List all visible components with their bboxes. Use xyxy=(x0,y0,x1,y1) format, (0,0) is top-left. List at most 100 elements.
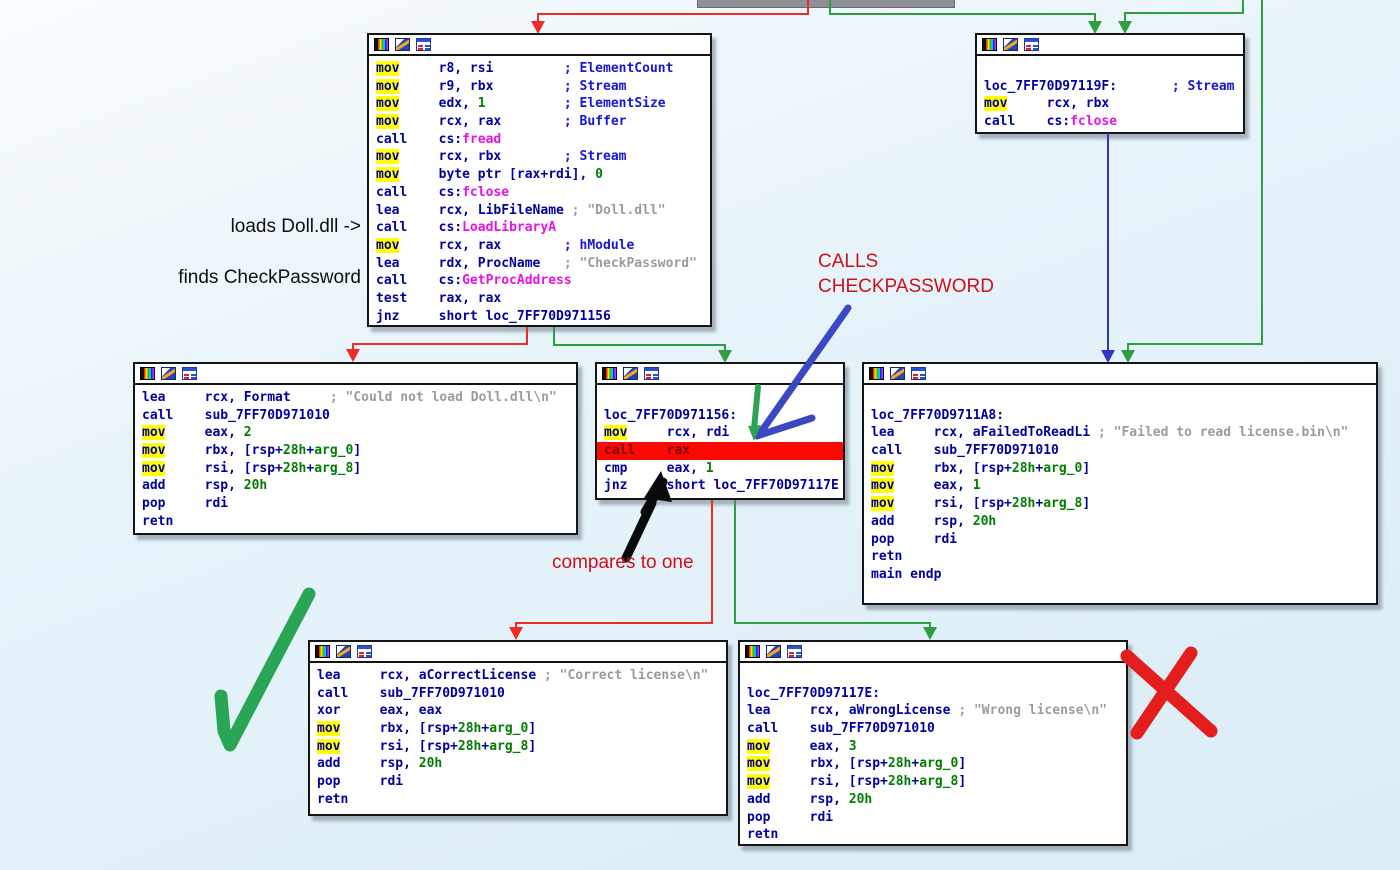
asm-line[interactable]: mov rbx, [rsp+28h+arg_0] xyxy=(871,460,1376,478)
block-title-bar[interactable] xyxy=(369,35,710,56)
asm-line[interactable]: mov r9, rbx ; Stream xyxy=(376,78,710,96)
basic-block-failed-to-read[interactable]: loc_7FF70D9711A8:lea rcx, aFailedToReadL… xyxy=(862,362,1378,605)
asm-line[interactable]: add rsp, 20h xyxy=(317,755,726,773)
asm-line-highlighted-call-rax[interactable]: call rax xyxy=(597,442,843,460)
asm-line[interactable]: mov rcx, rbx ; Stream xyxy=(376,148,710,166)
basic-block-could-not-load[interactable]: lea rcx, Format ; "Could not load Doll.d… xyxy=(133,362,578,535)
asm-line[interactable]: mov rcx, rbx xyxy=(984,95,1243,113)
asm-line[interactable]: loc_7FF70D97119F: ; Stream xyxy=(984,78,1243,96)
asm-line[interactable] xyxy=(604,389,843,407)
asm-line[interactable]: retn xyxy=(142,513,576,531)
asm-line[interactable]: loc_7FF70D971156: xyxy=(604,407,843,425)
asm-line[interactable]: retn xyxy=(317,791,726,809)
asm-line[interactable]: mov rcx, rax ; hModule xyxy=(376,237,710,255)
asm-line[interactable]: call sub_7FF70D971010 xyxy=(317,685,726,703)
palette-icon[interactable] xyxy=(982,38,997,51)
asm-line[interactable]: loc_7FF70D97117E: xyxy=(747,685,1126,703)
palette-icon[interactable] xyxy=(140,367,155,380)
frame-icon[interactable] xyxy=(911,367,926,380)
asm-line[interactable]: loc_7FF70D9711A8: xyxy=(871,407,1376,425)
palette-icon[interactable] xyxy=(745,645,760,658)
palette-icon[interactable] xyxy=(315,645,330,658)
asm-line[interactable]: test rax, rax xyxy=(376,290,710,308)
asm-token: rsp, xyxy=(894,513,973,529)
asm-line[interactable]: call cs:fread xyxy=(376,131,710,149)
brush-icon[interactable] xyxy=(395,38,410,51)
asm-line[interactable]: pop rdi xyxy=(317,773,726,791)
brush-icon[interactable] xyxy=(161,367,176,380)
asm-line[interactable]: mov rbx, [rsp+28h+arg_0] xyxy=(747,755,1126,773)
asm-line[interactable]: mov rbx, [rsp+28h+arg_0] xyxy=(142,442,576,460)
block-title-bar[interactable] xyxy=(135,364,576,385)
brush-icon[interactable] xyxy=(336,645,351,658)
block-title-bar[interactable] xyxy=(597,364,843,385)
asm-line[interactable]: mov edx, 1 ; ElementSize xyxy=(376,95,710,113)
asm-line[interactable]: mov r8, rsi ; ElementCount xyxy=(376,60,710,78)
frame-icon[interactable] xyxy=(644,367,659,380)
block-title-bar[interactable] xyxy=(977,35,1243,56)
asm-line[interactable]: call cs:GetProcAddress xyxy=(376,272,710,290)
asm-line[interactable]: mov rbx, [rsp+28h+arg_0] xyxy=(317,720,726,738)
brush-icon[interactable] xyxy=(1003,38,1018,51)
frame-icon[interactable] xyxy=(182,367,197,380)
basic-block-wrong-license[interactable]: loc_7FF70D97117E:lea rcx, aWrongLicense … xyxy=(738,640,1128,846)
block-title-bar[interactable] xyxy=(740,642,1126,663)
asm-line[interactable]: main endp xyxy=(871,566,1376,584)
asm-line[interactable]: mov rcx, rdi xyxy=(604,424,843,442)
asm-line[interactable]: mov rsi, [rsp+28h+arg_8] xyxy=(871,495,1376,513)
asm-line[interactable]: mov eax, 2 xyxy=(142,424,576,442)
asm-line[interactable]: mov byte ptr [rax+rdi], 0 xyxy=(376,166,710,184)
asm-line[interactable] xyxy=(747,667,1126,685)
asm-line[interactable]: pop rdi xyxy=(142,495,576,513)
brush-icon[interactable] xyxy=(890,367,905,380)
asm-line[interactable]: jnz short loc_7FF70D97117E xyxy=(604,477,843,495)
brush-icon[interactable] xyxy=(766,645,781,658)
brush-icon[interactable] xyxy=(623,367,638,380)
asm-line[interactable]: add rsp, 20h xyxy=(871,513,1376,531)
asm-line[interactable]: mov eax, 3 xyxy=(747,738,1126,756)
asm-line[interactable]: mov rsi, [rsp+28h+arg_8] xyxy=(142,460,576,478)
asm-line[interactable]: mov rsi, [rsp+28h+arg_8] xyxy=(747,773,1126,791)
asm-line[interactable]: call cs:fclose xyxy=(984,113,1243,131)
asm-line[interactable]: mov rcx, rax ; Buffer xyxy=(376,113,710,131)
asm-line[interactable]: call sub_7FF70D971010 xyxy=(871,442,1376,460)
asm-line[interactable]: jnz short loc_7FF70D971156 xyxy=(376,308,710,325)
asm-line[interactable]: pop rdi xyxy=(871,531,1376,549)
frame-icon[interactable] xyxy=(1024,38,1039,51)
asm-line[interactable]: call sub_7FF70D971010 xyxy=(142,407,576,425)
asm-line[interactable]: retn xyxy=(871,548,1376,566)
frame-icon[interactable] xyxy=(357,645,372,658)
asm-line[interactable] xyxy=(984,60,1243,78)
asm-line[interactable]: lea rcx, aCorrectLicense ; "Correct lice… xyxy=(317,667,726,685)
palette-icon[interactable] xyxy=(869,367,884,380)
asm-line[interactable]: call cs:fclose xyxy=(376,184,710,202)
asm-line[interactable]: add rsp, 20h xyxy=(142,477,576,495)
asm-line[interactable]: lea rcx, LibFileName ; "Doll.dll" xyxy=(376,202,710,220)
palette-icon[interactable] xyxy=(602,367,617,380)
asm-line[interactable]: cmp eax, 1 xyxy=(604,460,843,478)
asm-line[interactable]: pop rdi xyxy=(747,809,1126,827)
asm-line[interactable]: lea rdx, ProcName ; "CheckPassword" xyxy=(376,255,710,273)
asm-line[interactable] xyxy=(871,389,1376,407)
asm-token: mov xyxy=(142,460,166,476)
asm-line[interactable]: lea rcx, aFailedToReadLi ; "Failed to re… xyxy=(871,424,1376,442)
asm-line[interactable]: lea rcx, aWrongLicense ; "Wrong license\… xyxy=(747,702,1126,720)
asm-line[interactable]: retn xyxy=(747,826,1126,844)
asm-line[interactable]: call sub_7FF70D971010 xyxy=(747,720,1126,738)
basic-block-correct-license[interactable]: lea rcx, aCorrectLicense ; "Correct lice… xyxy=(308,640,728,816)
block-title-bar[interactable] xyxy=(864,364,1376,385)
asm-line[interactable]: call cs:LoadLibraryA xyxy=(376,219,710,237)
palette-icon[interactable] xyxy=(374,38,389,51)
asm-line[interactable]: mov eax, 1 xyxy=(871,477,1376,495)
block-title-bar[interactable] xyxy=(310,642,726,663)
asm-line[interactable]: lea rcx, Format ; "Could not load Doll.d… xyxy=(142,389,576,407)
asm-line[interactable]: add rsp, 20h xyxy=(747,791,1126,809)
asm-token: arg_8 xyxy=(919,774,959,790)
frame-icon[interactable] xyxy=(416,38,431,51)
asm-line[interactable]: xor eax, eax xyxy=(317,702,726,720)
asm-line[interactable]: mov rsi, [rsp+28h+arg_8] xyxy=(317,738,726,756)
frame-icon[interactable] xyxy=(787,645,802,658)
